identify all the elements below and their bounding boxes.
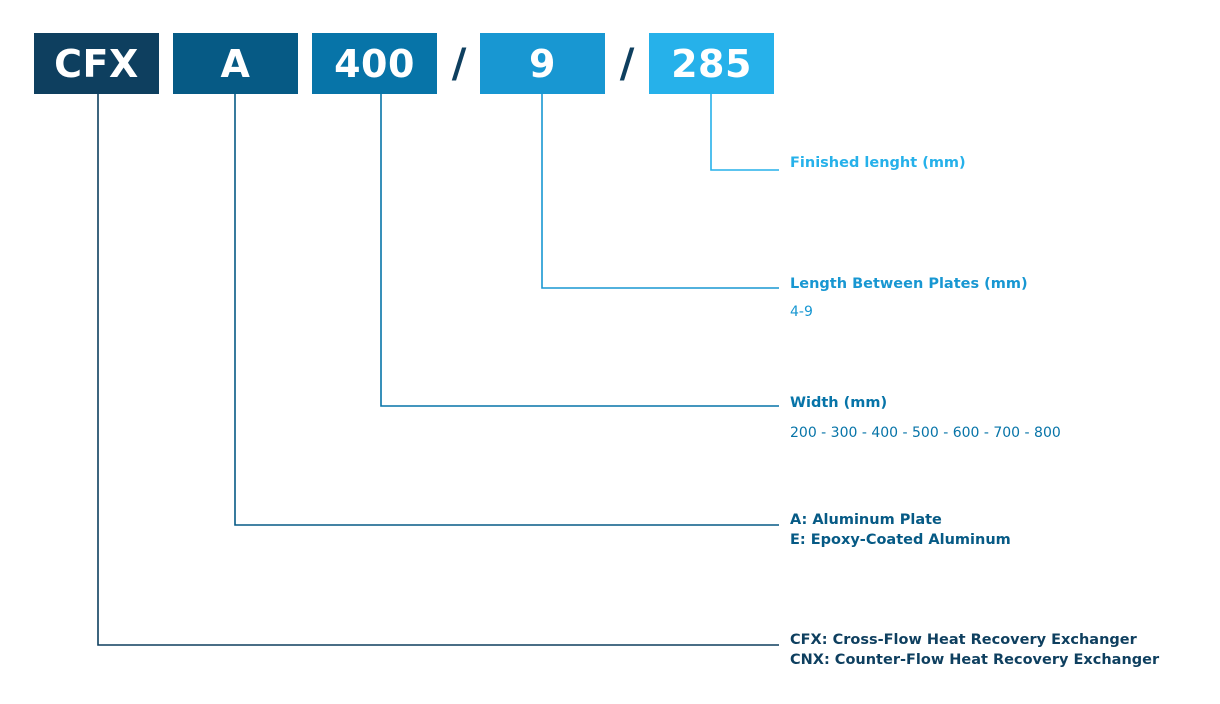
plate-spacing-code-box: 9: [480, 33, 605, 94]
plate-spacing-code: 9: [529, 41, 556, 86]
series-code-box: CFX: [34, 33, 159, 94]
connector-length: [710, 94, 779, 171]
width-code: 400: [334, 41, 415, 86]
series-option-counter-flow: CNX: Counter-Flow Heat Recovery Exchange…: [790, 652, 1160, 668]
length-code: 285: [671, 41, 752, 86]
width-options: 200 - 300 - 400 - 500 - 600 - 700 - 800: [790, 425, 1061, 441]
material-code-box: A: [173, 33, 298, 94]
material-option-epoxy: E: Epoxy-Coated Aluminum: [790, 532, 1011, 548]
connector-material: [234, 94, 779, 526]
series-option-cross-flow: CFX: Cross-Flow Heat Recovery Exchanger: [790, 632, 1137, 648]
length-code-box: 285: [649, 33, 774, 94]
material-option-aluminum: A: Aluminum Plate: [790, 512, 942, 528]
connector-plate-spacing: [541, 94, 779, 289]
plate-spacing-title: Length Between Plates (mm): [790, 276, 1028, 292]
separator-slash-1: /: [451, 40, 467, 87]
width-code-box: 400: [312, 33, 437, 94]
length-title: Finished lenght (mm): [790, 155, 966, 171]
material-code: A: [220, 41, 251, 86]
connector-width: [380, 94, 779, 407]
series-code: CFX: [54, 41, 139, 86]
width-title: Width (mm): [790, 395, 888, 411]
connector-series: [97, 94, 779, 646]
separator-slash-2: /: [619, 40, 635, 87]
plate-spacing-range: 4-9: [790, 304, 813, 320]
